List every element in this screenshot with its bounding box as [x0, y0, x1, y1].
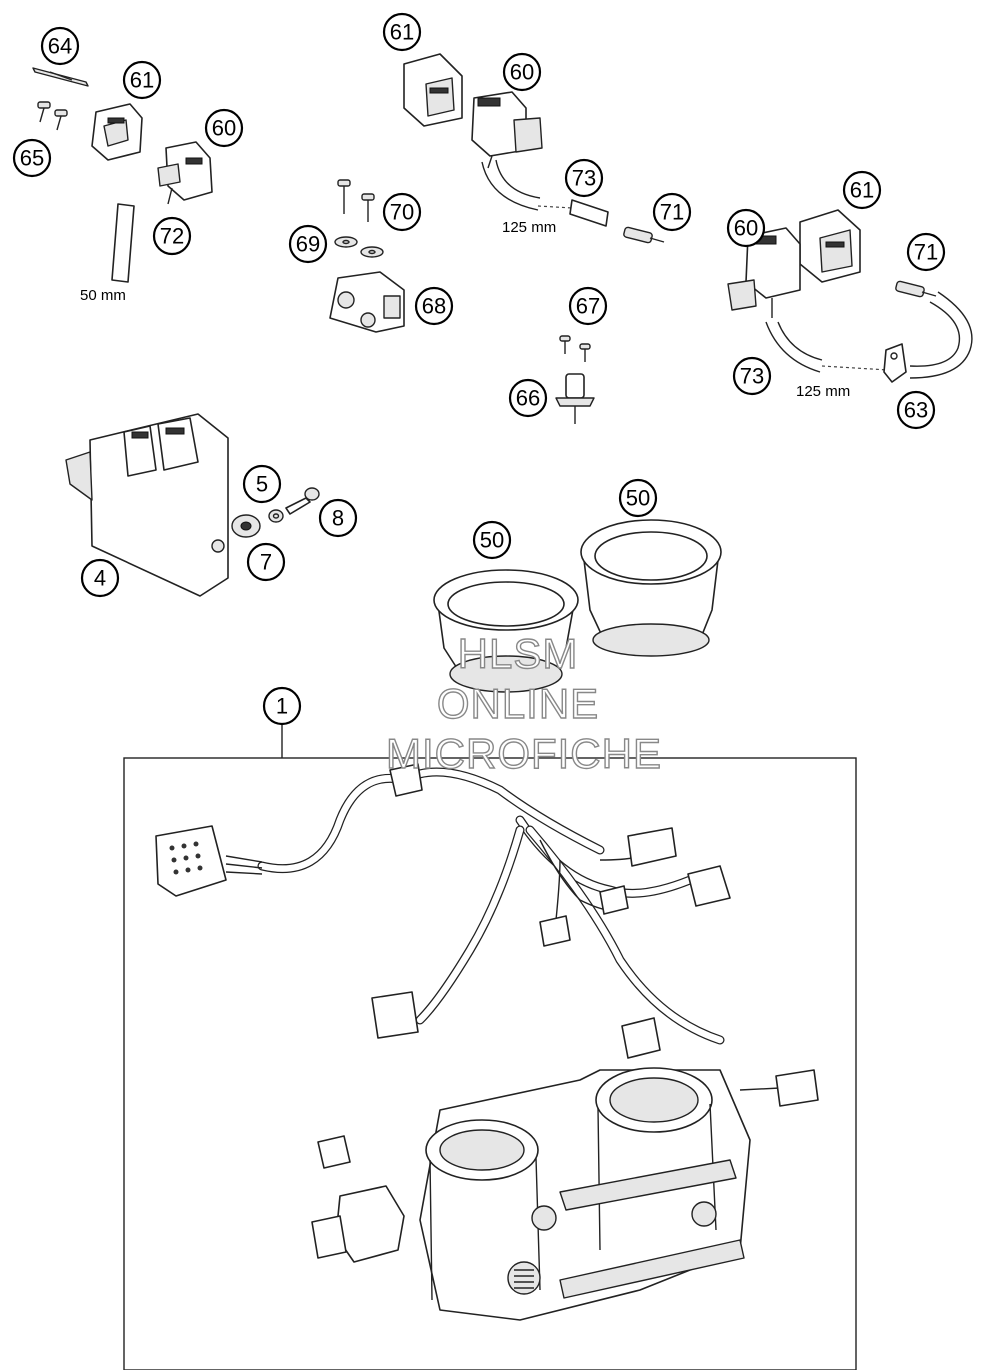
svg-text:50: 50 — [626, 486, 650, 511]
callout-73: 73 — [564, 158, 604, 198]
callout-50: 50 — [472, 520, 512, 560]
svg-text:72: 72 — [160, 224, 184, 249]
svg-text:8: 8 — [332, 506, 344, 531]
callout-61: 61 — [842, 170, 882, 210]
watermark: HLSM ONLINE MICROFICHE — [385, 629, 662, 777]
callout-64: 64 — [40, 26, 80, 66]
bolt-pair-part — [337, 179, 375, 222]
svg-text:61: 61 — [850, 178, 874, 203]
svg-text:67: 67 — [576, 294, 600, 319]
sensor-bracket-part — [329, 271, 405, 333]
svg-text:4: 4 — [94, 566, 106, 591]
callout-60: 60 — [726, 208, 766, 248]
hose-short-part — [111, 203, 135, 283]
callout-4: 4 — [80, 558, 120, 598]
callout-63: 63 — [896, 390, 936, 430]
wiring-harness-part — [257, 767, 725, 1045]
svg-text:73: 73 — [572, 166, 596, 191]
callout-73: 73 — [732, 356, 772, 396]
throttle-body-part — [419, 1067, 751, 1321]
svg-text:63: 63 — [904, 398, 928, 423]
assembly-frame — [123, 757, 857, 1370]
svg-text:60: 60 — [510, 60, 534, 85]
intake-funnel-part — [433, 569, 579, 693]
svg-text:60: 60 — [734, 216, 758, 241]
svg-text:7: 7 — [260, 550, 272, 575]
hose-length-label: 50 mm — [80, 287, 126, 304]
callout-71: 71 — [652, 192, 692, 232]
callout-67: 67 — [568, 286, 608, 326]
svg-text:70: 70 — [390, 200, 414, 225]
callout-70: 70 — [382, 192, 422, 232]
connector-cover-part — [403, 53, 463, 127]
callout-8: 8 — [318, 498, 358, 538]
callout-72: 72 — [152, 216, 192, 256]
engine-control-unit-part — [65, 413, 229, 597]
hose-length-label: 125 mm — [502, 219, 556, 236]
hose-clip-part — [883, 343, 907, 383]
callout-50: 50 — [618, 478, 658, 518]
connector-cover-part — [91, 103, 143, 161]
pressure-sensor-part — [157, 141, 213, 205]
callout-1: 1 — [262, 686, 302, 726]
svg-text:65: 65 — [20, 146, 44, 171]
callout-61: 61 — [122, 60, 162, 100]
harness-clip — [389, 763, 423, 797]
callout-5: 5 — [242, 464, 282, 504]
screw-pair-part — [559, 335, 591, 362]
callout-66: 66 — [508, 378, 548, 418]
svg-text:ONLINE: ONLINE — [437, 680, 599, 727]
svg-text:MICROFICHE: MICROFICHE — [386, 730, 662, 777]
svg-text:5: 5 — [256, 472, 268, 497]
callout-60: 60 — [204, 108, 244, 148]
rubber-damper-part — [231, 514, 261, 538]
svg-text:71: 71 — [660, 200, 684, 225]
vacuum-hose-part — [481, 159, 609, 227]
throttle-body-connector — [739, 1069, 819, 1107]
temperature-sensor-part — [555, 373, 595, 424]
callout-71: 71 — [906, 232, 946, 272]
svg-text:HLSM: HLSM — [458, 630, 579, 677]
svg-text:61: 61 — [390, 20, 414, 45]
pressure-sensor-part — [471, 91, 543, 169]
svg-text:50: 50 — [480, 528, 504, 553]
svg-text:64: 64 — [48, 34, 72, 59]
svg-text:71: 71 — [914, 240, 938, 265]
connector-cover-part — [799, 209, 861, 283]
hose-length-label: 125 mm — [796, 383, 850, 400]
callout-60: 60 — [502, 52, 542, 92]
callout-69: 69 — [288, 224, 328, 264]
svg-text:69: 69 — [296, 232, 320, 257]
callout-65: 65 — [12, 138, 52, 178]
harness-sub-connector — [371, 827, 731, 1059]
svg-text:60: 60 — [212, 116, 236, 141]
svg-text:61: 61 — [130, 68, 154, 93]
svg-text:73: 73 — [740, 364, 764, 389]
bushing-part — [268, 509, 284, 523]
svg-text:66: 66 — [516, 386, 540, 411]
hose-fitting-part — [895, 280, 937, 298]
callout-61: 61 — [382, 12, 422, 52]
svg-text:68: 68 — [422, 294, 446, 319]
intake-funnel-part — [580, 519, 722, 657]
callout-7: 7 — [246, 542, 286, 582]
svg-text:1: 1 — [276, 694, 288, 719]
hose-fitting-part — [623, 226, 665, 244]
throttle-sensor-part — [311, 1135, 405, 1263]
washer-pair-part — [334, 236, 384, 258]
callout-68: 68 — [414, 286, 454, 326]
seal-strip-part — [32, 67, 89, 87]
harness-main-connector — [155, 825, 263, 897]
pressure-sensor-part — [727, 227, 801, 318]
screw-pair-part — [37, 101, 68, 131]
bolt-part — [285, 487, 320, 515]
vacuum-hose-part — [765, 291, 973, 379]
